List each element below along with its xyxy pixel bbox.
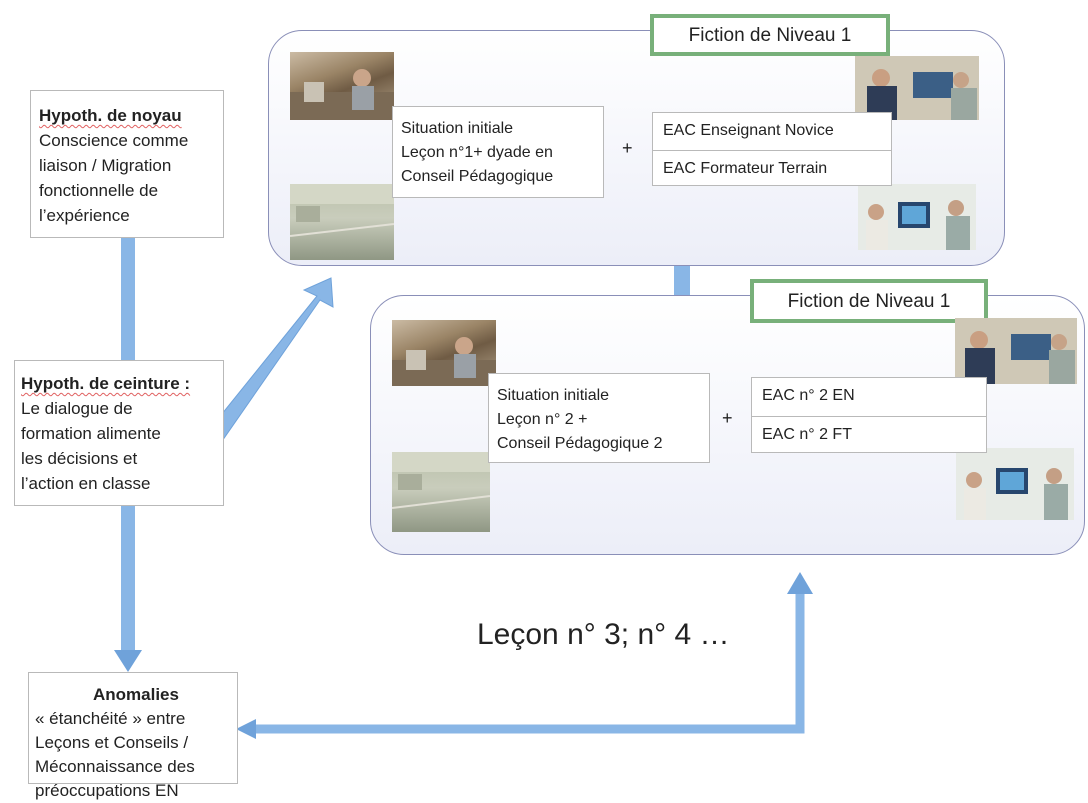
hypothesis-ceinture-line: formation alimente	[21, 424, 161, 443]
anomalies-line: Méconnaissance des	[35, 757, 195, 776]
hypothesis-ceinture-line: les décisions et	[21, 449, 138, 468]
eac-box-2: EAC n° 2 EN EAC n° 2 FT	[751, 377, 987, 453]
eac-row: EAC n° 2 FT	[762, 426, 852, 443]
hypothesis-ceinture-line: Le dialogue de	[21, 399, 133, 418]
arrows-layer	[114, 236, 813, 739]
situation-line: Conseil Pédagogique	[401, 168, 554, 185]
video-session-photo-2	[956, 448, 1074, 520]
interview-photo-1	[855, 56, 979, 120]
classroom-photo-desk-1	[290, 52, 394, 120]
plus-sign-1: +	[622, 138, 633, 158]
eac-divider	[653, 150, 891, 151]
arrow-anomalies-panel2-head	[787, 572, 813, 594]
hypothesis-noyau-box: Hypoth. de noyau Conscience comme liaiso…	[30, 90, 224, 238]
plus-sign-2: +	[722, 408, 733, 428]
anomalies-line: « étanchéité » entre	[35, 709, 186, 728]
hypothesis-noyau-line: Conscience comme	[39, 131, 189, 150]
eac-row: EAC n° 2 EN	[762, 387, 855, 404]
anomalies-line: préoccupations EN	[35, 781, 179, 800]
situation-line: Situation initiale	[497, 387, 610, 404]
classroom-photo-gym-1	[290, 184, 394, 260]
hypothesis-ceinture-header: Hypoth. de ceinture :	[21, 374, 191, 393]
situation-line: Leçon n°1+ dyade en	[401, 144, 553, 161]
interview-photo-2	[955, 318, 1077, 384]
anomalies-box: Anomalies « étanchéité » entre Leçons et…	[28, 672, 238, 800]
anomalies-line: Leçons et Conseils /	[35, 733, 189, 752]
connector-noyau-ceinture	[121, 236, 135, 362]
hypothesis-ceinture-line: l’action en classe	[21, 474, 151, 493]
fiction-label-1: Fiction de Niveau 1	[650, 14, 890, 56]
eac-row: EAC Enseignant Novice	[663, 122, 834, 139]
situation-box-1: Situation initiale Leçon n°1+ dyade en C…	[392, 106, 604, 198]
anomalies-header: Anomalies	[93, 685, 179, 704]
next-lessons-label: Leçon n° 3; n° 4 …	[477, 618, 730, 651]
hypothesis-noyau-header: Hypoth. de noyau	[39, 106, 182, 125]
fiction-label-2: Fiction de Niveau 1	[750, 279, 988, 323]
situation-line: Situation initiale	[401, 120, 514, 137]
hypothesis-ceinture-box: Hypoth. de ceinture : Le dialogue de for…	[14, 360, 224, 506]
situation-box-2: Situation initiale Leçon n° 2 + Conseil …	[488, 373, 710, 463]
situation-line: Conseil Pédagogique 2	[497, 435, 663, 452]
classroom-photo-gym-2	[392, 452, 490, 532]
classroom-photo-desk-2	[392, 320, 496, 386]
eac-divider	[752, 416, 986, 417]
arrow-anomalies-panel2	[252, 592, 805, 734]
situation-line: Leçon n° 2 +	[497, 411, 588, 428]
eac-box-1: EAC Enseignant Novice EAC Formateur Terr…	[652, 112, 892, 186]
arrow-ceinture-anomalies	[121, 504, 135, 650]
hypothesis-noyau-line: l’expérience	[39, 206, 130, 225]
hypothesis-noyau-line: liaison / Migration	[39, 156, 172, 175]
hypothesis-noyau-line: fonctionnelle de	[39, 181, 159, 200]
eac-row: EAC Formateur Terrain	[663, 160, 828, 177]
arrow-ceinture-panel1	[208, 277, 334, 445]
video-session-photo-1	[858, 184, 976, 250]
arrow-anomalies-head-left	[236, 719, 256, 739]
arrow-ceinture-anomalies-head	[114, 650, 142, 672]
